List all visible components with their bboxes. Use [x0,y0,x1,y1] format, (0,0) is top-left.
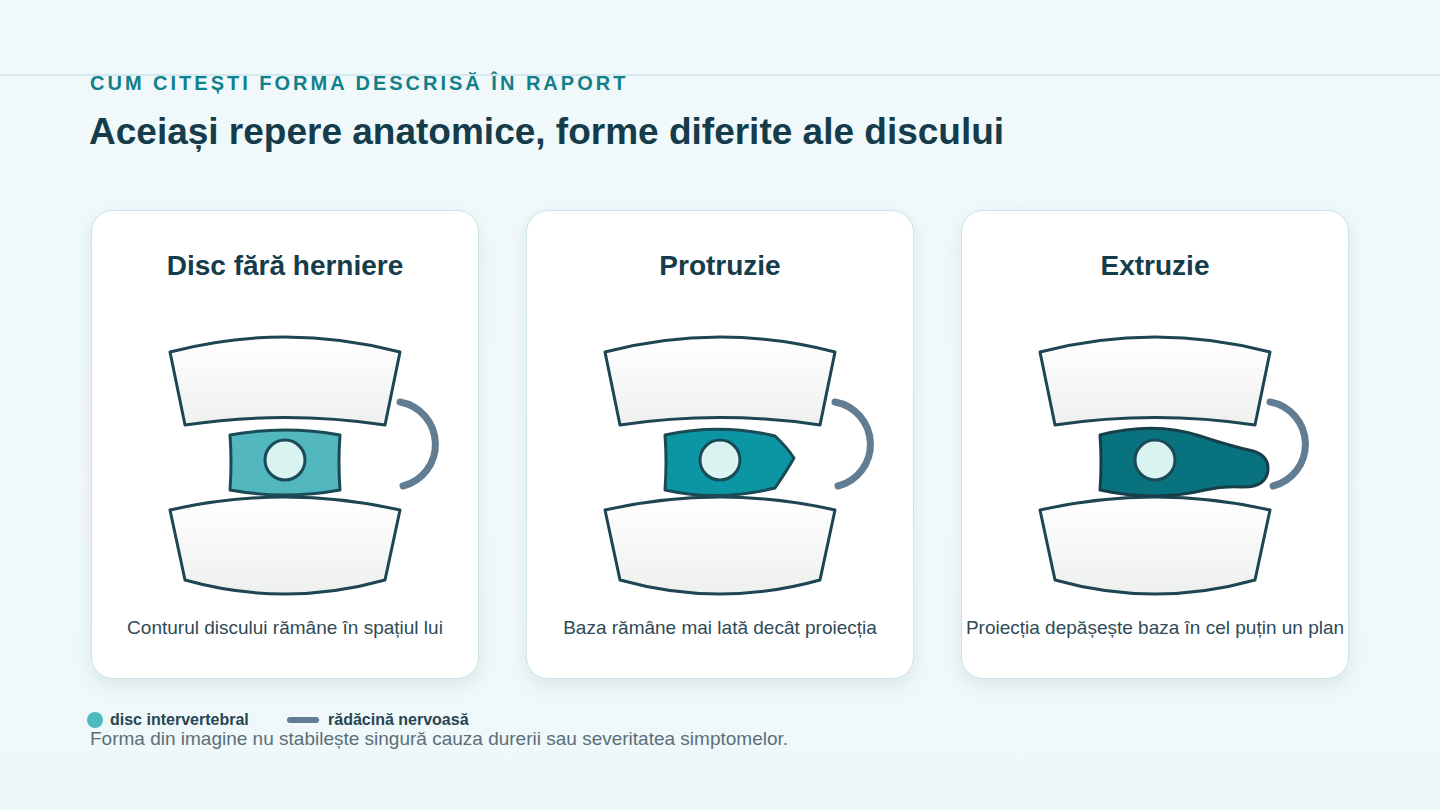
nucleus [700,440,740,480]
disc-normal [230,430,340,495]
legend-line-sample [287,717,319,723]
legend-text: disc intervertebral [110,711,249,729]
shape-card: Disc fără herniereConturul discului rămâ… [91,210,479,679]
nerve-root [400,402,435,486]
card-description: Baza rămâne mai lată decât proiecția [563,617,877,639]
caption: Forma din imagine nu stabilește singură … [90,728,788,750]
lower-vertebra [1040,497,1270,594]
card-heading: Disc fără herniere [167,250,404,282]
spine-segment [605,337,870,594]
spine-segment [170,337,435,594]
nerve-root [1270,402,1305,486]
card-heading: Protruzie [659,250,780,282]
disc-extrusion [1100,428,1268,496]
upper-vertebra [1040,337,1270,425]
lower-vertebra [170,497,400,594]
upper-vertebra [170,337,400,425]
lower-vertebra [605,497,835,594]
card-description: Conturul discului rămâne în spațiul lui [127,617,443,639]
legend-item: disc intervertebral [87,711,249,729]
shape-card: ExtruzieProiecția depășește baza în cel … [961,210,1349,679]
nerve-root [835,402,870,486]
legend-swatch [87,712,103,728]
shape-card: ProtruzieBaza rămâne mai lată decât proi… [526,210,914,679]
legend-text: rădăcină nervoasă [328,711,469,729]
card-heading: Extruzie [1101,250,1210,282]
nucleus [265,440,305,480]
card-description: Proiecția depășește baza în cel puțin un… [966,617,1344,639]
upper-vertebra [605,337,835,425]
nucleus [1135,440,1175,480]
kicker-label: CUM CITEȘTI FORMA DESCRISĂ ÎN RAPORT [90,72,628,95]
legend-item: rădăcină nervoasă [287,711,469,729]
disc-protrusion [665,429,794,495]
spine-segment [1040,337,1305,594]
title: Aceiași repere anatomice, forme diferite… [89,111,1004,153]
